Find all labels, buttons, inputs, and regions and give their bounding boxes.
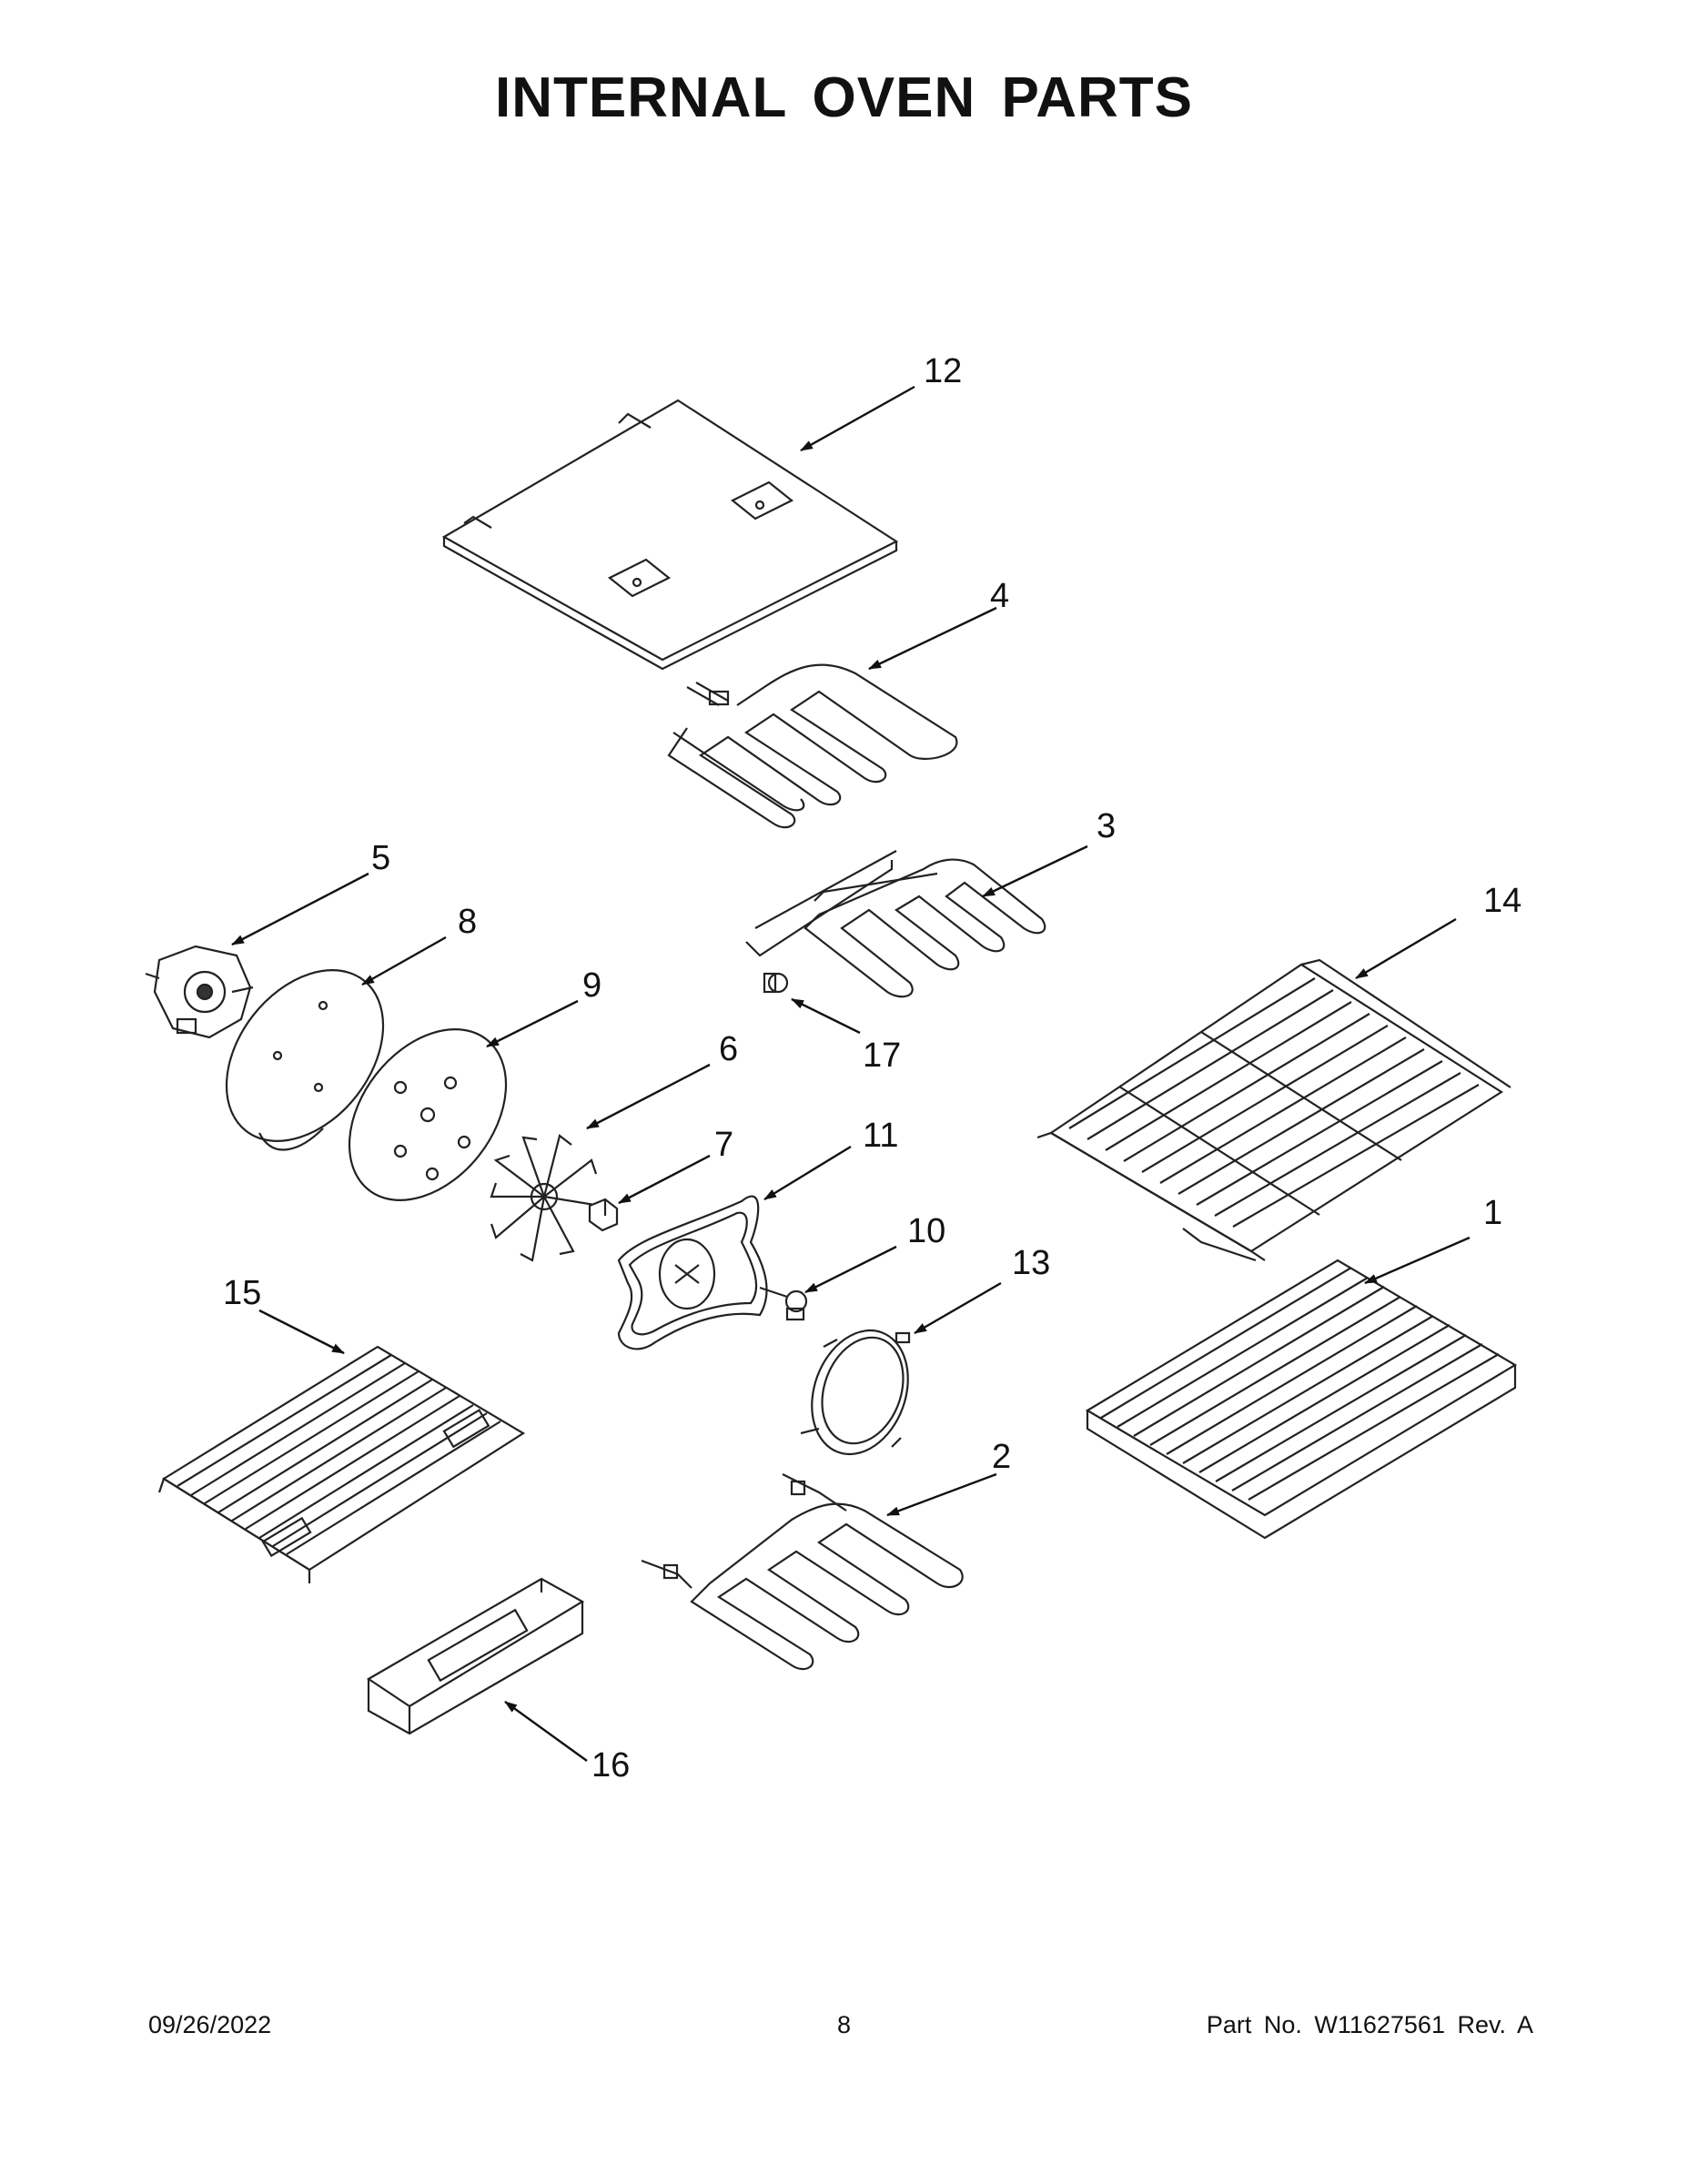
callout-13: 13: [1012, 1244, 1050, 1282]
footer-page-number: 8: [836, 2011, 852, 2038]
part-10-screw: [759, 1286, 808, 1321]
callout-14: 14: [1483, 882, 1521, 920]
part-11-gasket: [617, 1195, 768, 1350]
part-6-fan-blade: [490, 1134, 602, 1262]
page-title: INTERNAL OVEN PARTS: [495, 66, 1193, 129]
leader-lines: [231, 385, 1471, 1762]
part-3-bake-element: [745, 850, 1046, 998]
callout-10: 10: [907, 1212, 945, 1250]
callout-9: 9: [582, 966, 601, 1005]
callout-15: 15: [223, 1274, 261, 1312]
part-16-tray-insert: [366, 1577, 585, 1735]
part-5-convection-motor: [145, 945, 254, 1039]
callout-6: 6: [719, 1030, 738, 1068]
callout-16: 16: [591, 1746, 630, 1785]
part-13-convection-element: [800, 1329, 911, 1456]
callout-2: 2: [992, 1438, 1011, 1476]
callout-1: 1: [1483, 1194, 1502, 1232]
part-2-lower-element: [641, 1473, 964, 1671]
part-7-nut: [588, 1198, 619, 1232]
footer-part-number: Part No. W11627561 Rev. A: [1206, 2011, 1533, 2038]
callout-5: 5: [371, 839, 390, 877]
callout-8: 8: [458, 903, 477, 941]
part-14-rollout-rack: [1036, 958, 1511, 1262]
part-15-rack: [157, 1345, 526, 1583]
callout-labels: 1 2 3 4 5 8 9 6 7 11 10 13 12 14 15 16 1…: [223, 352, 1521, 1785]
footer-date: 09/26/2022: [148, 2011, 272, 2038]
part-9-baffle-plate: [348, 1028, 508, 1201]
part-12-bottom-panel: [441, 399, 899, 671]
part-1-oven-rack: [1085, 1259, 1518, 1540]
callout-17: 17: [863, 1036, 901, 1075]
callout-11: 11: [863, 1117, 898, 1155]
callout-7: 7: [714, 1126, 733, 1164]
callout-4: 4: [990, 577, 1009, 615]
part-4-broil-element: [667, 663, 958, 829]
callout-3: 3: [1097, 807, 1116, 845]
callout-12: 12: [924, 352, 962, 390]
